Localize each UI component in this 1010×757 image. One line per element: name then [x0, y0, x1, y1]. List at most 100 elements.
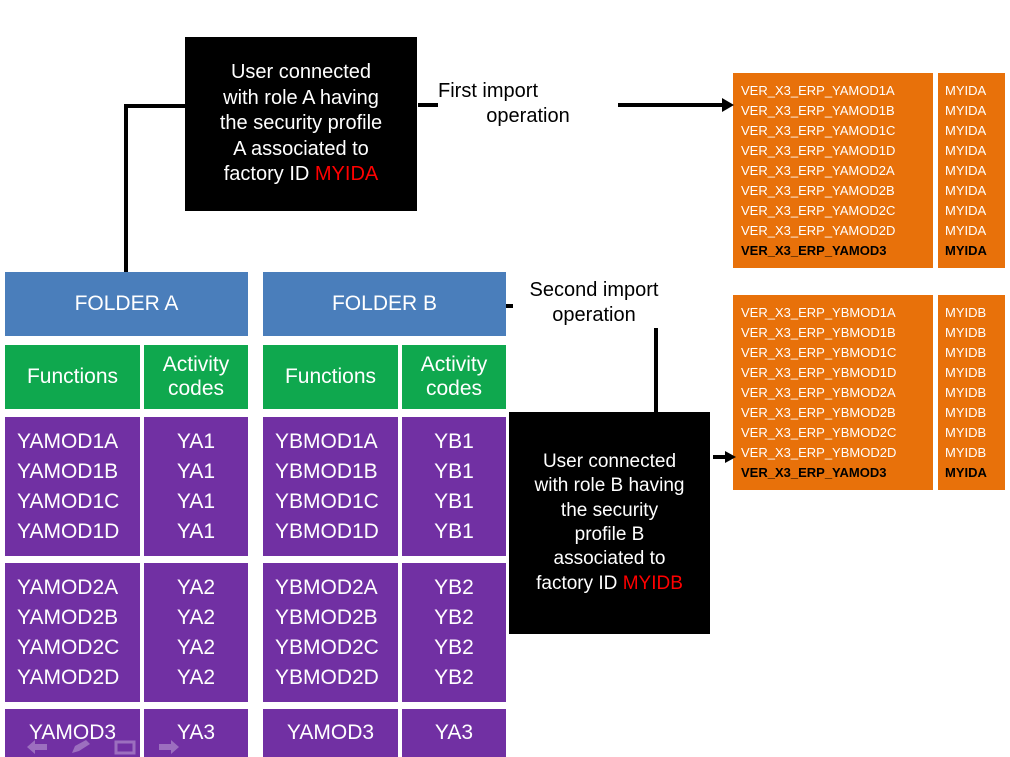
first-import-caption-line2: operation [486, 105, 570, 127]
callout-role-b-line6-prefix: factory ID [536, 572, 623, 594]
folder-b-functions-label: Functions [284, 364, 377, 388]
result-row-factory: MYIDA [945, 464, 987, 480]
cell-text: YB1 [434, 429, 474, 453]
cell-text: YA2 [176, 575, 216, 599]
cell-text: YAMOD1C [17, 489, 120, 513]
folder-a-title: FOLDER A [74, 292, 179, 315]
folder-a-group2-codes: YA2 YA2 YA2 YA2 [144, 563, 248, 702]
result-row-name: VER_X3_ERP_YBMOD2C [741, 424, 897, 440]
result-row-factory: MYIDA [945, 142, 987, 158]
callout-role-a-line5-prefix: factory ID [223, 163, 315, 186]
back-arrow-icon [26, 739, 48, 755]
folder-b-group1-codes: YB1 YB1 YB1 YB1 [402, 417, 506, 556]
callout-role-a-line2: with role A having [223, 86, 379, 109]
result-row-factory: MYIDA [945, 102, 987, 118]
result-row-name: VER_X3_ERP_YBMOD2A [741, 384, 896, 400]
folder-b-col-activity-header: Activity codes [402, 345, 506, 409]
result-row-name: VER_X3_ERP_YAMOD3 [741, 242, 887, 258]
result-row-factory: MYIDB [945, 344, 987, 360]
folder-a-col-functions-header: Functions [5, 345, 140, 409]
result-row-factory: MYIDA [945, 162, 987, 178]
result-row-factory: MYIDA [945, 122, 987, 138]
folder-b-group3-functions: YAMOD3 [263, 709, 398, 757]
cell-text: YA2 [176, 665, 216, 689]
folder-a-group3-functions: YAMOD3 [5, 709, 140, 757]
first-import-caption-line1: First import [438, 80, 538, 102]
result-row-name: VER_X3_ERP_YAMOD2C [741, 202, 896, 218]
cell-text: YA2 [176, 635, 216, 659]
cell-text: YAMOD3 [286, 721, 375, 744]
second-import-arrowhead [725, 451, 736, 463]
folder-a-group3-codes: YA3 [144, 709, 248, 757]
cell-text: YB2 [434, 665, 474, 689]
result-row-name: VER_X3_ERP_YAMOD2D [741, 222, 896, 238]
result-row-factory: MYIDB [945, 404, 987, 420]
cell-text: YAMOD3 [28, 721, 117, 744]
callout-role-b-line5: associated to [553, 548, 666, 570]
cell-text: YBMOD2C [275, 635, 379, 659]
result-row-factory: MYIDB [945, 384, 987, 400]
folder-b-title: FOLDER B [331, 292, 438, 315]
callout-role-b-line2: with role B having [534, 475, 685, 497]
second-import-caption: Second import operation [513, 278, 675, 328]
result-row-factory: MYIDA [945, 222, 987, 238]
ghost-toolbar [26, 736, 196, 757]
cell-text: YB1 [434, 459, 474, 483]
callout-role-a-line3: the security profile [219, 112, 383, 135]
folder-b-header: FOLDER B [263, 272, 506, 336]
cell-text: YA1 [176, 519, 216, 543]
cell-text: YBMOD2D [275, 665, 379, 689]
folder-a-group2-functions: YAMOD2A YAMOD2B YAMOD2C YAMOD2D [5, 563, 140, 702]
callout-role-a-factory-id: MYIDA [314, 163, 379, 186]
result-row-factory: MYIDA [945, 182, 987, 198]
pencil-icon [70, 739, 92, 755]
folder-a-group1-functions: YAMOD1A YAMOD1B YAMOD1C YAMOD1D [5, 417, 140, 556]
result-row-name: VER_X3_ERP_YAMOD1B [741, 102, 895, 118]
cell-text: YAMOD1D [17, 519, 120, 543]
folder-b-activity-label-line1: Activity [420, 352, 488, 376]
callout-role-b-line3: the security [560, 499, 659, 521]
result-row-name: VER_X3_ERP_YBMOD1C [741, 344, 897, 360]
first-import-caption: First import operation [438, 79, 618, 127]
second-import-arrow-shaft [713, 455, 727, 459]
result-row-name: VER_X3_ERP_YAMOD1D [741, 142, 896, 158]
folder-a-functions-label: Functions [26, 364, 119, 388]
result-row-name: VER_X3_ERP_YBMOD2B [741, 404, 896, 420]
cell-text: YB1 [434, 519, 474, 543]
cell-text: YA1 [176, 459, 216, 483]
callout-role-b-line1: User connected [542, 451, 677, 473]
callout-role-b-line4: profile B [574, 524, 645, 545]
rectangle-icon [114, 739, 136, 755]
cell-text: YB2 [434, 575, 474, 599]
cell-text: YB1 [434, 489, 474, 513]
cell-text: YBMOD1A [275, 429, 378, 453]
folder-b-group2-codes: YB2 YB2 YB2 YB2 [402, 563, 506, 702]
callout-role-b-factory-id: MYIDB [622, 572, 683, 594]
folder-b-group2-functions: YBMOD2A YBMOD2B YBMOD2C YBMOD2D [263, 563, 398, 702]
cell-text: YBMOD1B [275, 459, 378, 483]
first-import-result-names: VER_X3_ERP_YAMOD1A VER_X3_ERP_YAMOD1B VE… [733, 73, 933, 268]
cell-text: YAMOD1A [17, 429, 119, 453]
cell-text: YBMOD1C [275, 489, 379, 513]
second-import-result-factories: MYIDB MYIDB MYIDB MYIDB MYIDB MYIDB MYID… [938, 295, 1005, 490]
callout-role-a-line4: A associated to [233, 137, 369, 160]
cell-text: YA3 [434, 721, 474, 744]
folder-a-group1-codes: YA1 YA1 YA1 YA1 [144, 417, 248, 556]
cell-text: YA1 [176, 489, 216, 513]
result-row-name: VER_X3_ERP_YBMOD2D [741, 444, 897, 460]
cell-text: YA3 [176, 721, 216, 744]
result-row-factory: MYIDA [945, 242, 987, 258]
cell-text: YA1 [176, 429, 216, 453]
callout-role-b: User connected with role B having the se… [509, 412, 710, 634]
folder-a-col-activity-header: Activity codes [144, 345, 248, 409]
cell-text: YA2 [176, 605, 216, 629]
folder-b-col-functions-header: Functions [263, 345, 398, 409]
connector-second-import-vertical [654, 304, 658, 414]
result-row-factory: MYIDB [945, 304, 987, 320]
second-import-caption-line2: operation [552, 304, 636, 326]
result-row-factory: MYIDB [945, 424, 987, 440]
result-row-name: VER_X3_ERP_YAMOD2B [741, 182, 895, 198]
result-row-name: VER_X3_ERP_YAMOD1C [741, 122, 896, 138]
cell-text: YAMOD2C [17, 635, 120, 659]
